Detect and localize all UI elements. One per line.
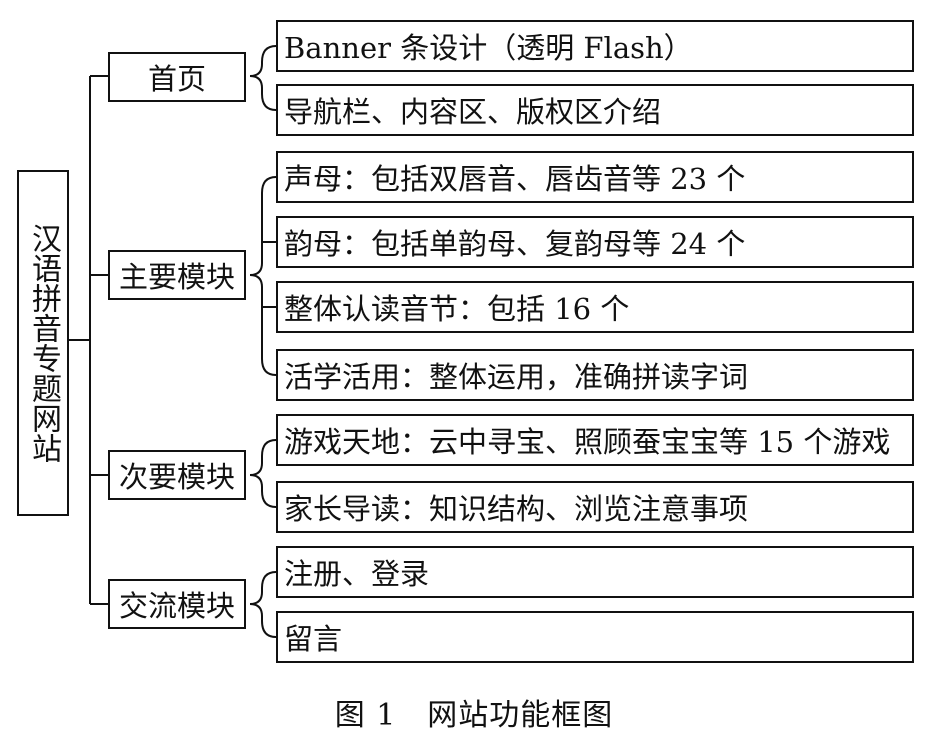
- module-communication: 交流模块: [108, 579, 246, 629]
- item-banner-design: Banner 条设计（透明 Flash）: [276, 20, 914, 72]
- module-main: 主要模块: [108, 250, 246, 300]
- item-games: 游戏天地：云中寻宝、照顾蚕宝宝等 15 个游戏: [276, 414, 914, 466]
- item-message: 留言: [276, 611, 914, 663]
- item-parent-guide: 家长导读：知识结构、浏览注意事项: [276, 481, 914, 533]
- item-practice: 活学活用：整体运用，准确拼读字词: [276, 349, 914, 401]
- item-register-login: 注册、登录: [276, 546, 914, 598]
- module-secondary: 次要模块: [108, 450, 246, 500]
- module-home: 首页: [108, 52, 246, 102]
- item-initials: 声母：包括双唇音、唇齿音等 23 个: [276, 151, 914, 203]
- root-node: 汉语拼音专题网站: [17, 170, 69, 516]
- item-finals: 韵母：包括单韵母、复韵母等 24 个: [276, 216, 914, 268]
- root-label: 汉语拼音专题网站: [26, 223, 61, 463]
- item-navigation-intro: 导航栏、内容区、版权区介绍: [276, 84, 914, 136]
- figure-caption: 图 1 网站功能框图: [334, 698, 614, 733]
- item-whole-syllables: 整体认读音节：包括 16 个: [276, 281, 914, 333]
